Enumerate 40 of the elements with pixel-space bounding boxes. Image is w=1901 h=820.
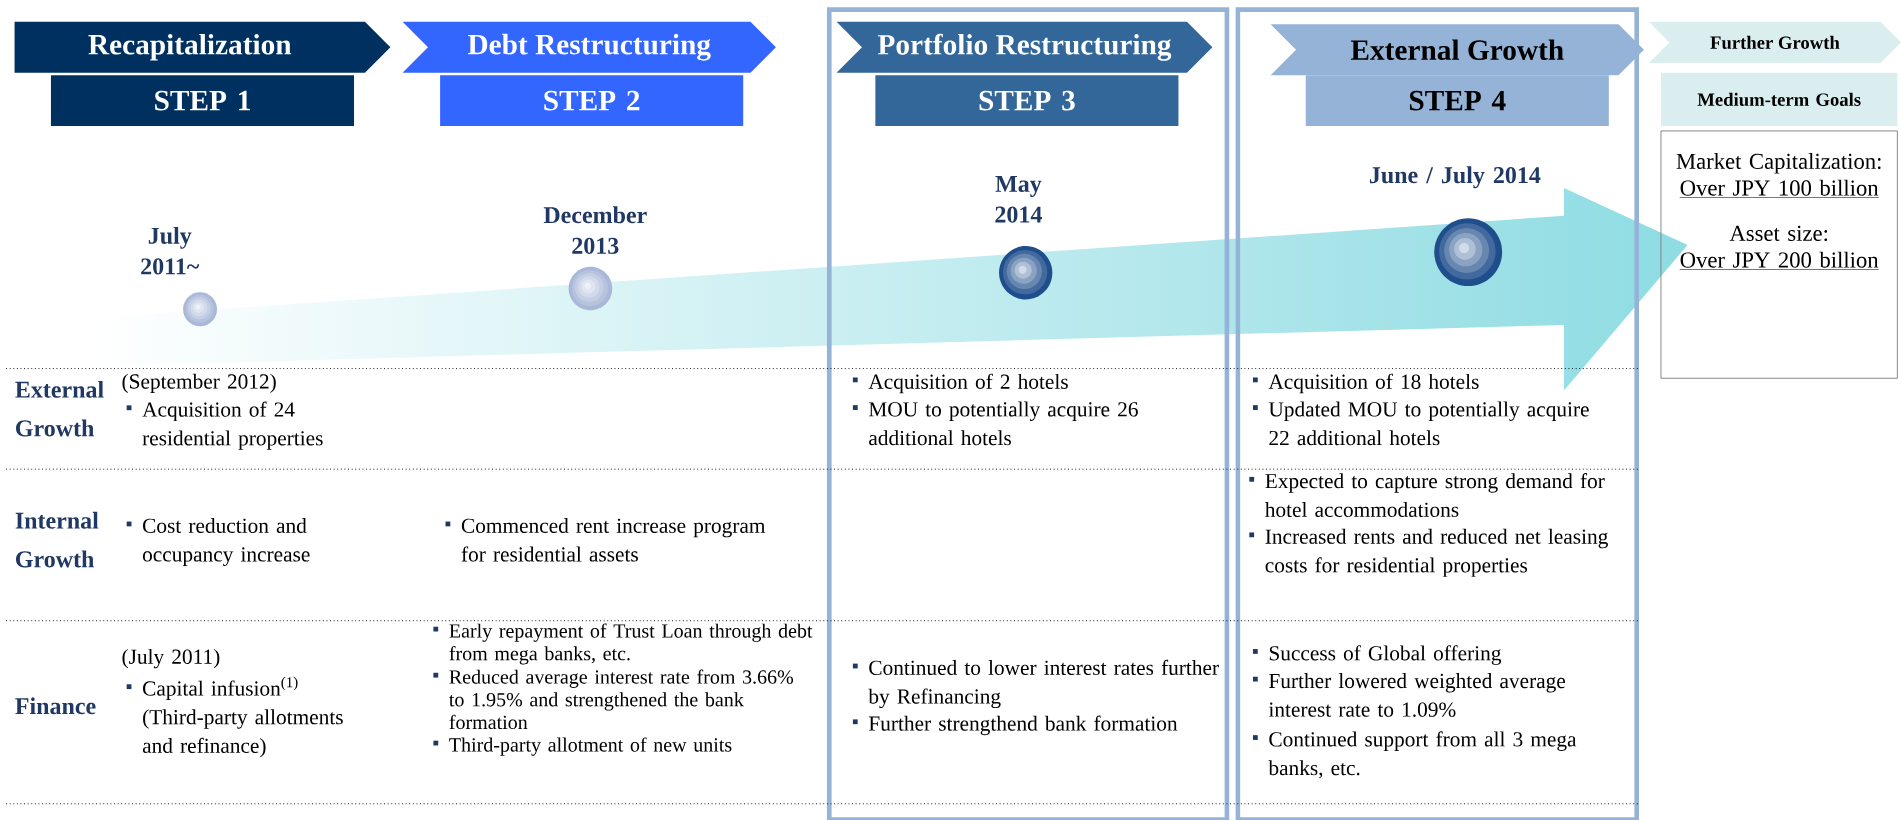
step-box: STEP 2 [440, 75, 744, 127]
bullet-item: MOU to potentially acquire 26 additional hotels [852, 401, 1138, 446]
bullet-item: Expected to capture strong demand for hotel accommodations [1249, 473, 1605, 517]
cell-text: (July 2011) [122, 648, 220, 669]
phase-banner: Further Growth [1648, 21, 1901, 63]
date-label: July 2011~ [141, 226, 200, 275]
bullet-item: Commenced rent increase program for residential assets [445, 517, 766, 562]
row-header: External Growth [15, 380, 104, 437]
bullet-item: Acquisition of 24 residential properties [126, 401, 323, 450]
phase-banner: Debt Restructuring [402, 21, 776, 73]
node-label: External Growth [1350, 39, 1564, 61]
bullet-item: Further lowered weighted average interest rate to 1.09% [1252, 673, 1566, 717]
phase-banner: External Growth [1270, 24, 1644, 76]
bullet-item: Capital infusion$^{(1)}$ (Third-party allotments and refinance) [126, 676, 343, 758]
step-box: STEP 1 [50, 75, 355, 127]
step-box: Medium-term Goals [1660, 72, 1898, 127]
step-box: STEP 3 [875, 75, 1179, 127]
step-box: STEP 4 [1305, 75, 1609, 127]
phase-banner: Portfolio Restructuring [836, 21, 1213, 73]
bullet-item: Success of Global offering [1252, 645, 1502, 665]
goals-box: Market Capitalization: Over JPY 100 billion Asset size: Over JPY 200 billion [1660, 130, 1898, 379]
bullet-item: Cost reduction and occupancy increase [126, 517, 310, 566]
cell-text: (September 2012) [122, 373, 276, 393]
date-label: May 2014 [995, 176, 1042, 223]
bullet-item: Further strengthend bank formation [852, 715, 1178, 736]
bullet-item: Increased rents and reduced net leasing costs for residential properties [1249, 528, 1608, 577]
bullet-item: Continued support from all 3 mega banks, etc. [1252, 731, 1577, 779]
row-header: Finance [15, 697, 96, 715]
bullet-item: Acquisition of 2 hotels [852, 373, 1068, 394]
bullet-item: Early repayment of Trust Loan through debt from mega banks, etc. [433, 623, 813, 665]
bullet-item: Updated MOU to potentially acquire 22 additional hotels [1252, 401, 1589, 446]
bullet-item: Continued to lower interest rates further by Refinancing [852, 659, 1219, 709]
phase-banner: Recapitalization [14, 21, 391, 73]
bullet-item: Reduced average interest rate from 3.66% to 1.95% and strengthened the bank formation [433, 669, 794, 730]
bullet-item: Third-party allotment of new units [433, 737, 732, 756]
date-label: December 2013 [543, 206, 647, 254]
row-header: Internal Growth [15, 511, 99, 568]
node-label: STEP 4 [1409, 90, 1506, 111]
bullet-item: Acquisition of 18 hotels [1252, 373, 1479, 394]
date-label: June / July 2014 [1369, 166, 1541, 189]
